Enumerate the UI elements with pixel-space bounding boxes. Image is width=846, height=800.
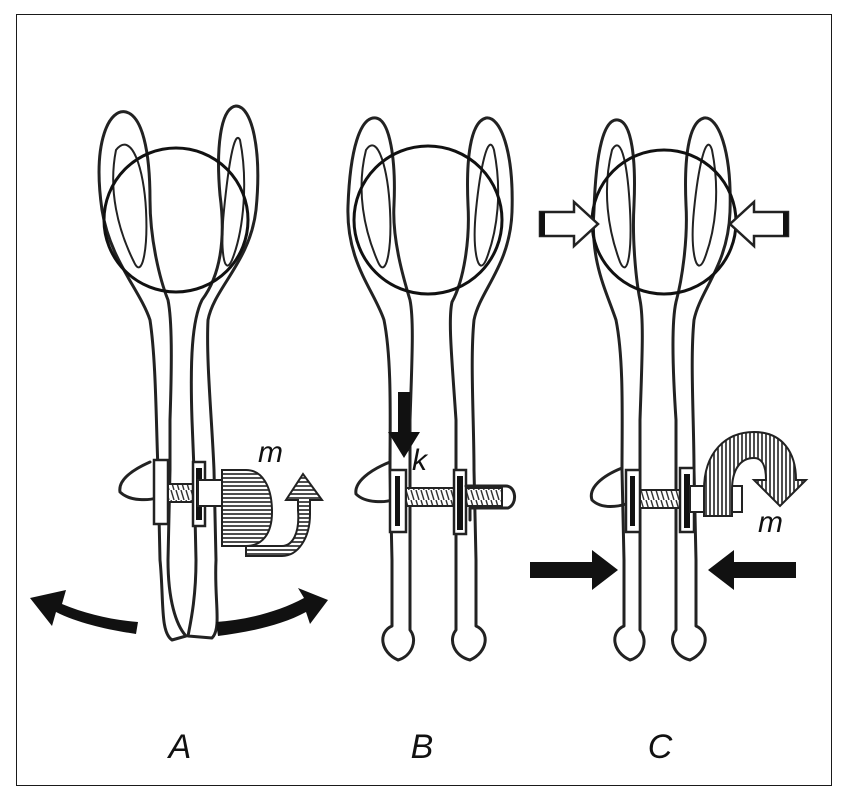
- compress-arrow-left-open: [538, 199, 600, 249]
- rotation-arrow-m: [703, 430, 809, 517]
- panel-label-a: A: [168, 728, 192, 766]
- left-blade: [97, 110, 188, 642]
- annotation-m-c: m: [758, 506, 783, 539]
- push-arrow-k: [388, 392, 420, 458]
- lock-mechanism: [354, 460, 516, 536]
- fetal-head-circle: [352, 144, 504, 296]
- annotation-m-a: m: [258, 436, 283, 469]
- left-blade: [346, 116, 415, 662]
- fetal-head-circle: [102, 146, 250, 294]
- panel-label-b: B: [410, 728, 434, 766]
- right-blade: [671, 116, 732, 662]
- right-blade: [448, 116, 514, 662]
- annotation-k: k: [412, 444, 429, 477]
- compress-arrow-left-solid: [530, 550, 618, 590]
- left-blade: [591, 118, 646, 662]
- spread-arrow-right: [216, 588, 328, 636]
- compress-arrow-right-open: [728, 199, 790, 249]
- panel-b: k: [346, 116, 516, 662]
- spread-arrow-left: [30, 590, 138, 634]
- panel-a: m: [30, 104, 328, 642]
- panel-label-c: C: [647, 728, 673, 766]
- panel-c: m: [530, 116, 809, 662]
- lock-mechanism: [118, 458, 229, 528]
- compress-arrow-right-solid: [708, 550, 796, 590]
- rotation-arrow-m: [221, 469, 324, 557]
- right-blade: [186, 104, 260, 640]
